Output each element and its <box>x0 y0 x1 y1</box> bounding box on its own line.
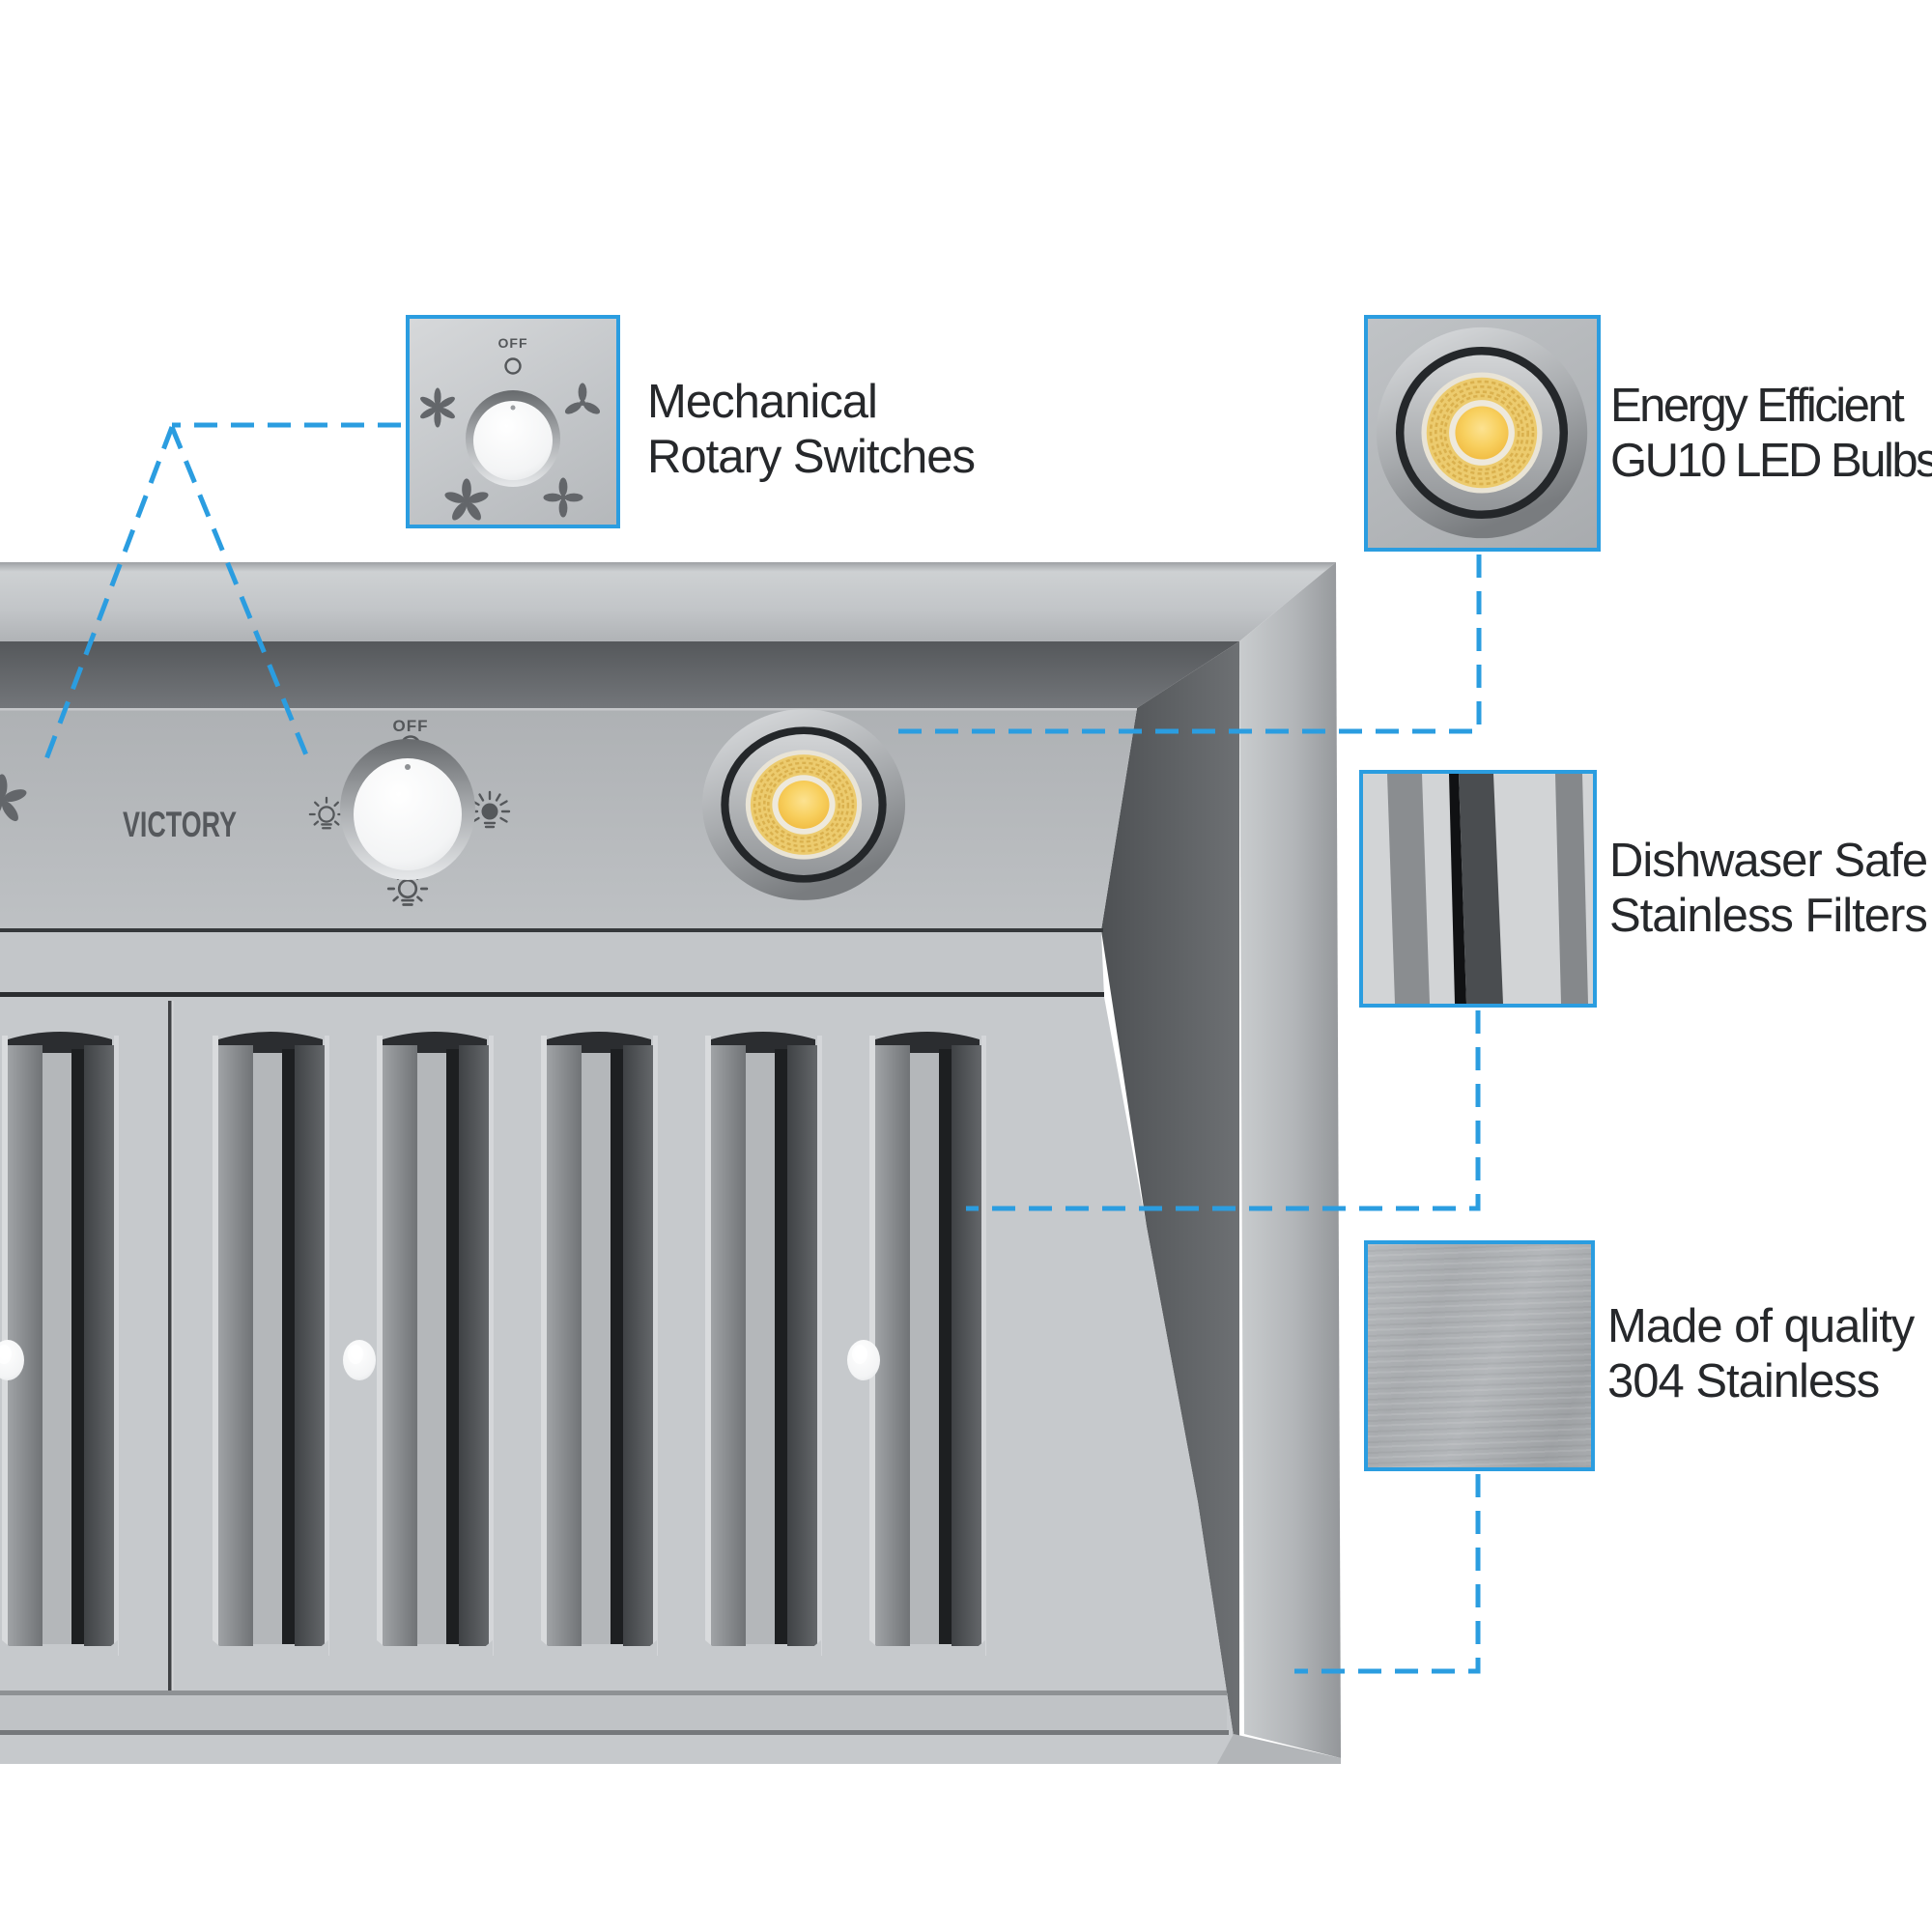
baffle-slot <box>377 1032 494 1689</box>
hood-recess-band <box>0 641 1239 708</box>
baffle-stripe <box>1387 774 1430 1004</box>
label-line: Made of quality <box>1607 1300 1915 1352</box>
filter-seam <box>168 1001 172 1690</box>
baffle-stripe <box>1555 774 1588 1004</box>
callout-label-stainless: Made of quality 304 Stainless <box>1607 1299 1915 1409</box>
label-line: 304 Stainless <box>1607 1355 1880 1407</box>
baffle-filter-panel <box>0 997 1234 1737</box>
label-line: Mechanical <box>647 376 878 428</box>
stainless-texture <box>1368 1244 1591 1467</box>
panel-lower-strip <box>0 928 1104 997</box>
baffle-stripe <box>1449 774 1466 1004</box>
rotary-off-icon <box>504 357 522 375</box>
label-line: Rotary Switches <box>647 431 976 483</box>
callout-box-stainless <box>1364 1240 1595 1471</box>
fan-low-icon <box>418 387 457 428</box>
rotary-knob <box>473 401 553 480</box>
light-knob: OFF <box>308 717 511 906</box>
filter-knob <box>847 1340 880 1380</box>
led-bulb-icon <box>1375 326 1589 540</box>
filter-knob <box>343 1340 376 1380</box>
hood-right-frame <box>1239 562 1341 1758</box>
brand-logo-text: VICTORY <box>123 805 237 844</box>
rotary-switch-inset: OFF <box>418 335 602 523</box>
connector-rotary-left-leg <box>42 426 175 765</box>
hood-bottom-trim <box>0 1690 1341 1764</box>
callout-label-filters: Dishwaser Safe Stainless Filters <box>1609 834 1928 944</box>
connector-filters <box>966 1010 1481 1211</box>
callout-label-led: Energy Efficient GU10 LED Bulbs <box>1610 379 1932 489</box>
fan-speed-icon <box>443 478 490 523</box>
fan-speed-icon <box>563 383 602 417</box>
hood-side-panel <box>1101 641 1239 1737</box>
light-knob-off-label: OFF <box>393 717 429 735</box>
baffle-slot <box>213 1032 329 1689</box>
callout-box-rotary: OFF <box>406 315 620 528</box>
baffle-slot <box>705 1032 822 1689</box>
led-downlight <box>700 707 907 902</box>
baffle-slot <box>541 1032 658 1689</box>
callout-label-rotary: Mechanical Rotary Switches <box>647 375 976 485</box>
connector-led <box>896 554 1482 734</box>
label-line: GU10 LED Bulbs <box>1610 435 1932 487</box>
hood-top-frame <box>0 562 1336 641</box>
baffle-slot <box>869 1032 986 1689</box>
rotary-off-label: OFF <box>498 335 528 351</box>
label-line: Dishwaser Safe <box>1609 835 1928 887</box>
callout-box-filters <box>1359 770 1597 1008</box>
fan-speed-icon <box>543 477 583 518</box>
baffle-stripe <box>1459 774 1503 1004</box>
filter-closeup-inset <box>1363 774 1593 1004</box>
knob-marker-dot <box>510 405 516 411</box>
connector-rotary-right-leg <box>169 426 312 763</box>
callout-box-led <box>1364 315 1601 552</box>
led-bulb-inset <box>1375 326 1589 540</box>
label-line: Stainless Filters <box>1609 890 1928 942</box>
connector-stainless <box>1294 1474 1481 1674</box>
label-line: Energy Efficient <box>1610 380 1905 432</box>
